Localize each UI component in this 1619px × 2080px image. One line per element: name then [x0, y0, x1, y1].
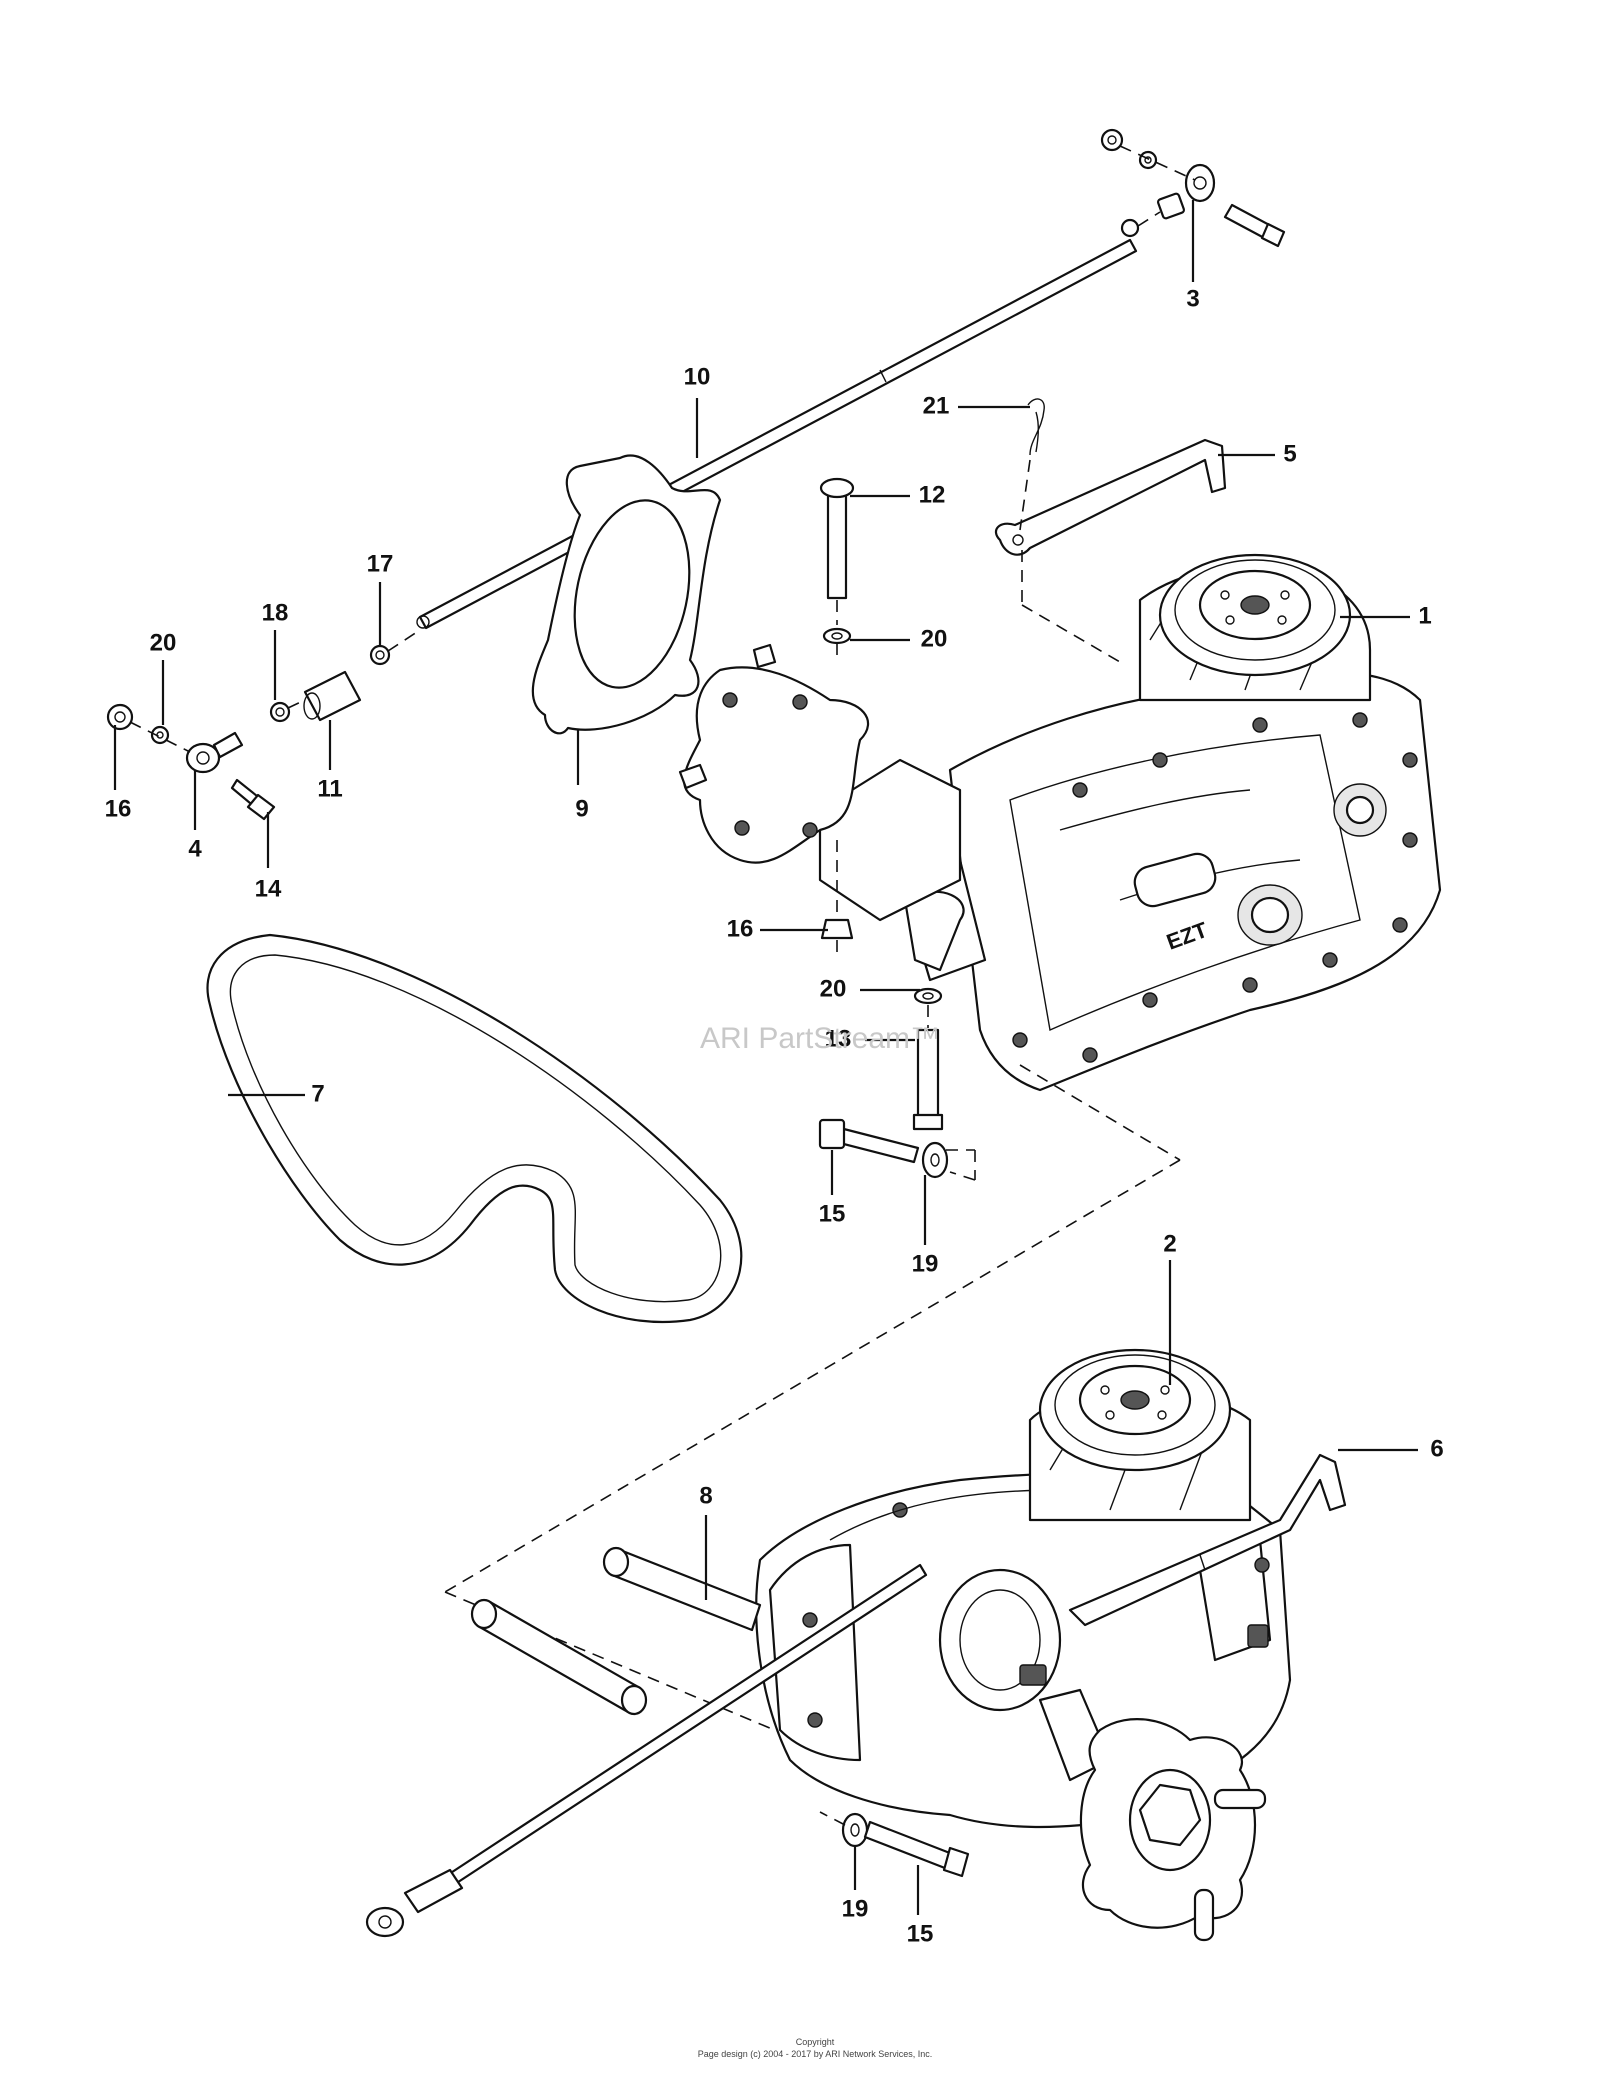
callout-17: 17: [367, 550, 394, 577]
callout-20-c: 20: [820, 975, 847, 1002]
callout-13: 13: [825, 1025, 852, 1052]
footer-page-design: Page design (c) 2004 - 2017 by ARI Netwo…: [698, 2049, 933, 2059]
drive-belt-7: [206, 933, 743, 1324]
bolt-15-washer-19-lower: [819, 1811, 970, 1878]
callout-19-b: 19: [842, 1895, 869, 1922]
transaxle-upper-1: EZT: [678, 553, 1442, 1092]
callout-3: 3: [1186, 285, 1199, 312]
callout-20-a: 20: [921, 625, 948, 652]
cooling-fan-9: [531, 454, 722, 735]
callout-12: 12: [919, 481, 946, 508]
callout-18: 18: [262, 599, 289, 626]
leader-lines: [113, 200, 1418, 1915]
bolt-12-stack: [819, 477, 855, 960]
transaxle-lower-2: [755, 1348, 1292, 1942]
footer-copyright: Copyright: [796, 2037, 835, 2047]
callout-20-b: 20: [150, 629, 177, 656]
callout-labels: 3 10 21 5 12 1 20 17 18 20 16 4 11 14 9 …: [105, 285, 1444, 1947]
callout-19-a: 19: [912, 1250, 939, 1277]
bracket-5: [994, 438, 1227, 663]
callout-9: 9: [575, 795, 588, 822]
callout-16-b: 16: [727, 915, 754, 942]
control-rod-10: [416, 238, 1138, 630]
callout-14: 14: [255, 875, 282, 902]
callout-11: 11: [317, 775, 342, 802]
callout-8: 8: [699, 1482, 712, 1509]
bracket-6: [1068, 1453, 1347, 1627]
control-rod-lower: [365, 1563, 928, 1938]
callout-15-b: 15: [907, 1920, 934, 1947]
callout-4: 4: [188, 835, 202, 862]
rod-end-hardware-3: [1100, 128, 1286, 248]
hair-pin-clip-21: [1019, 398, 1045, 531]
callout-10: 10: [684, 363, 711, 390]
callout-7: 7: [311, 1080, 324, 1107]
callout-16-a: 16: [105, 795, 132, 822]
callout-15-a: 15: [819, 1200, 846, 1227]
callout-5: 5: [1283, 440, 1296, 467]
callout-6: 6: [1430, 1435, 1443, 1462]
callout-21: 21: [923, 392, 950, 419]
callout-2: 2: [1163, 1230, 1176, 1257]
left-hardware: [106, 629, 421, 821]
spacers-8: [470, 1546, 762, 1716]
callout-1: 1: [1418, 602, 1431, 629]
bolt-13-stack: [912, 987, 944, 1131]
watermark: ARI PartStream™: [700, 1022, 940, 1055]
bolt-15-washer-19-upper: [818, 1064, 1181, 1181]
